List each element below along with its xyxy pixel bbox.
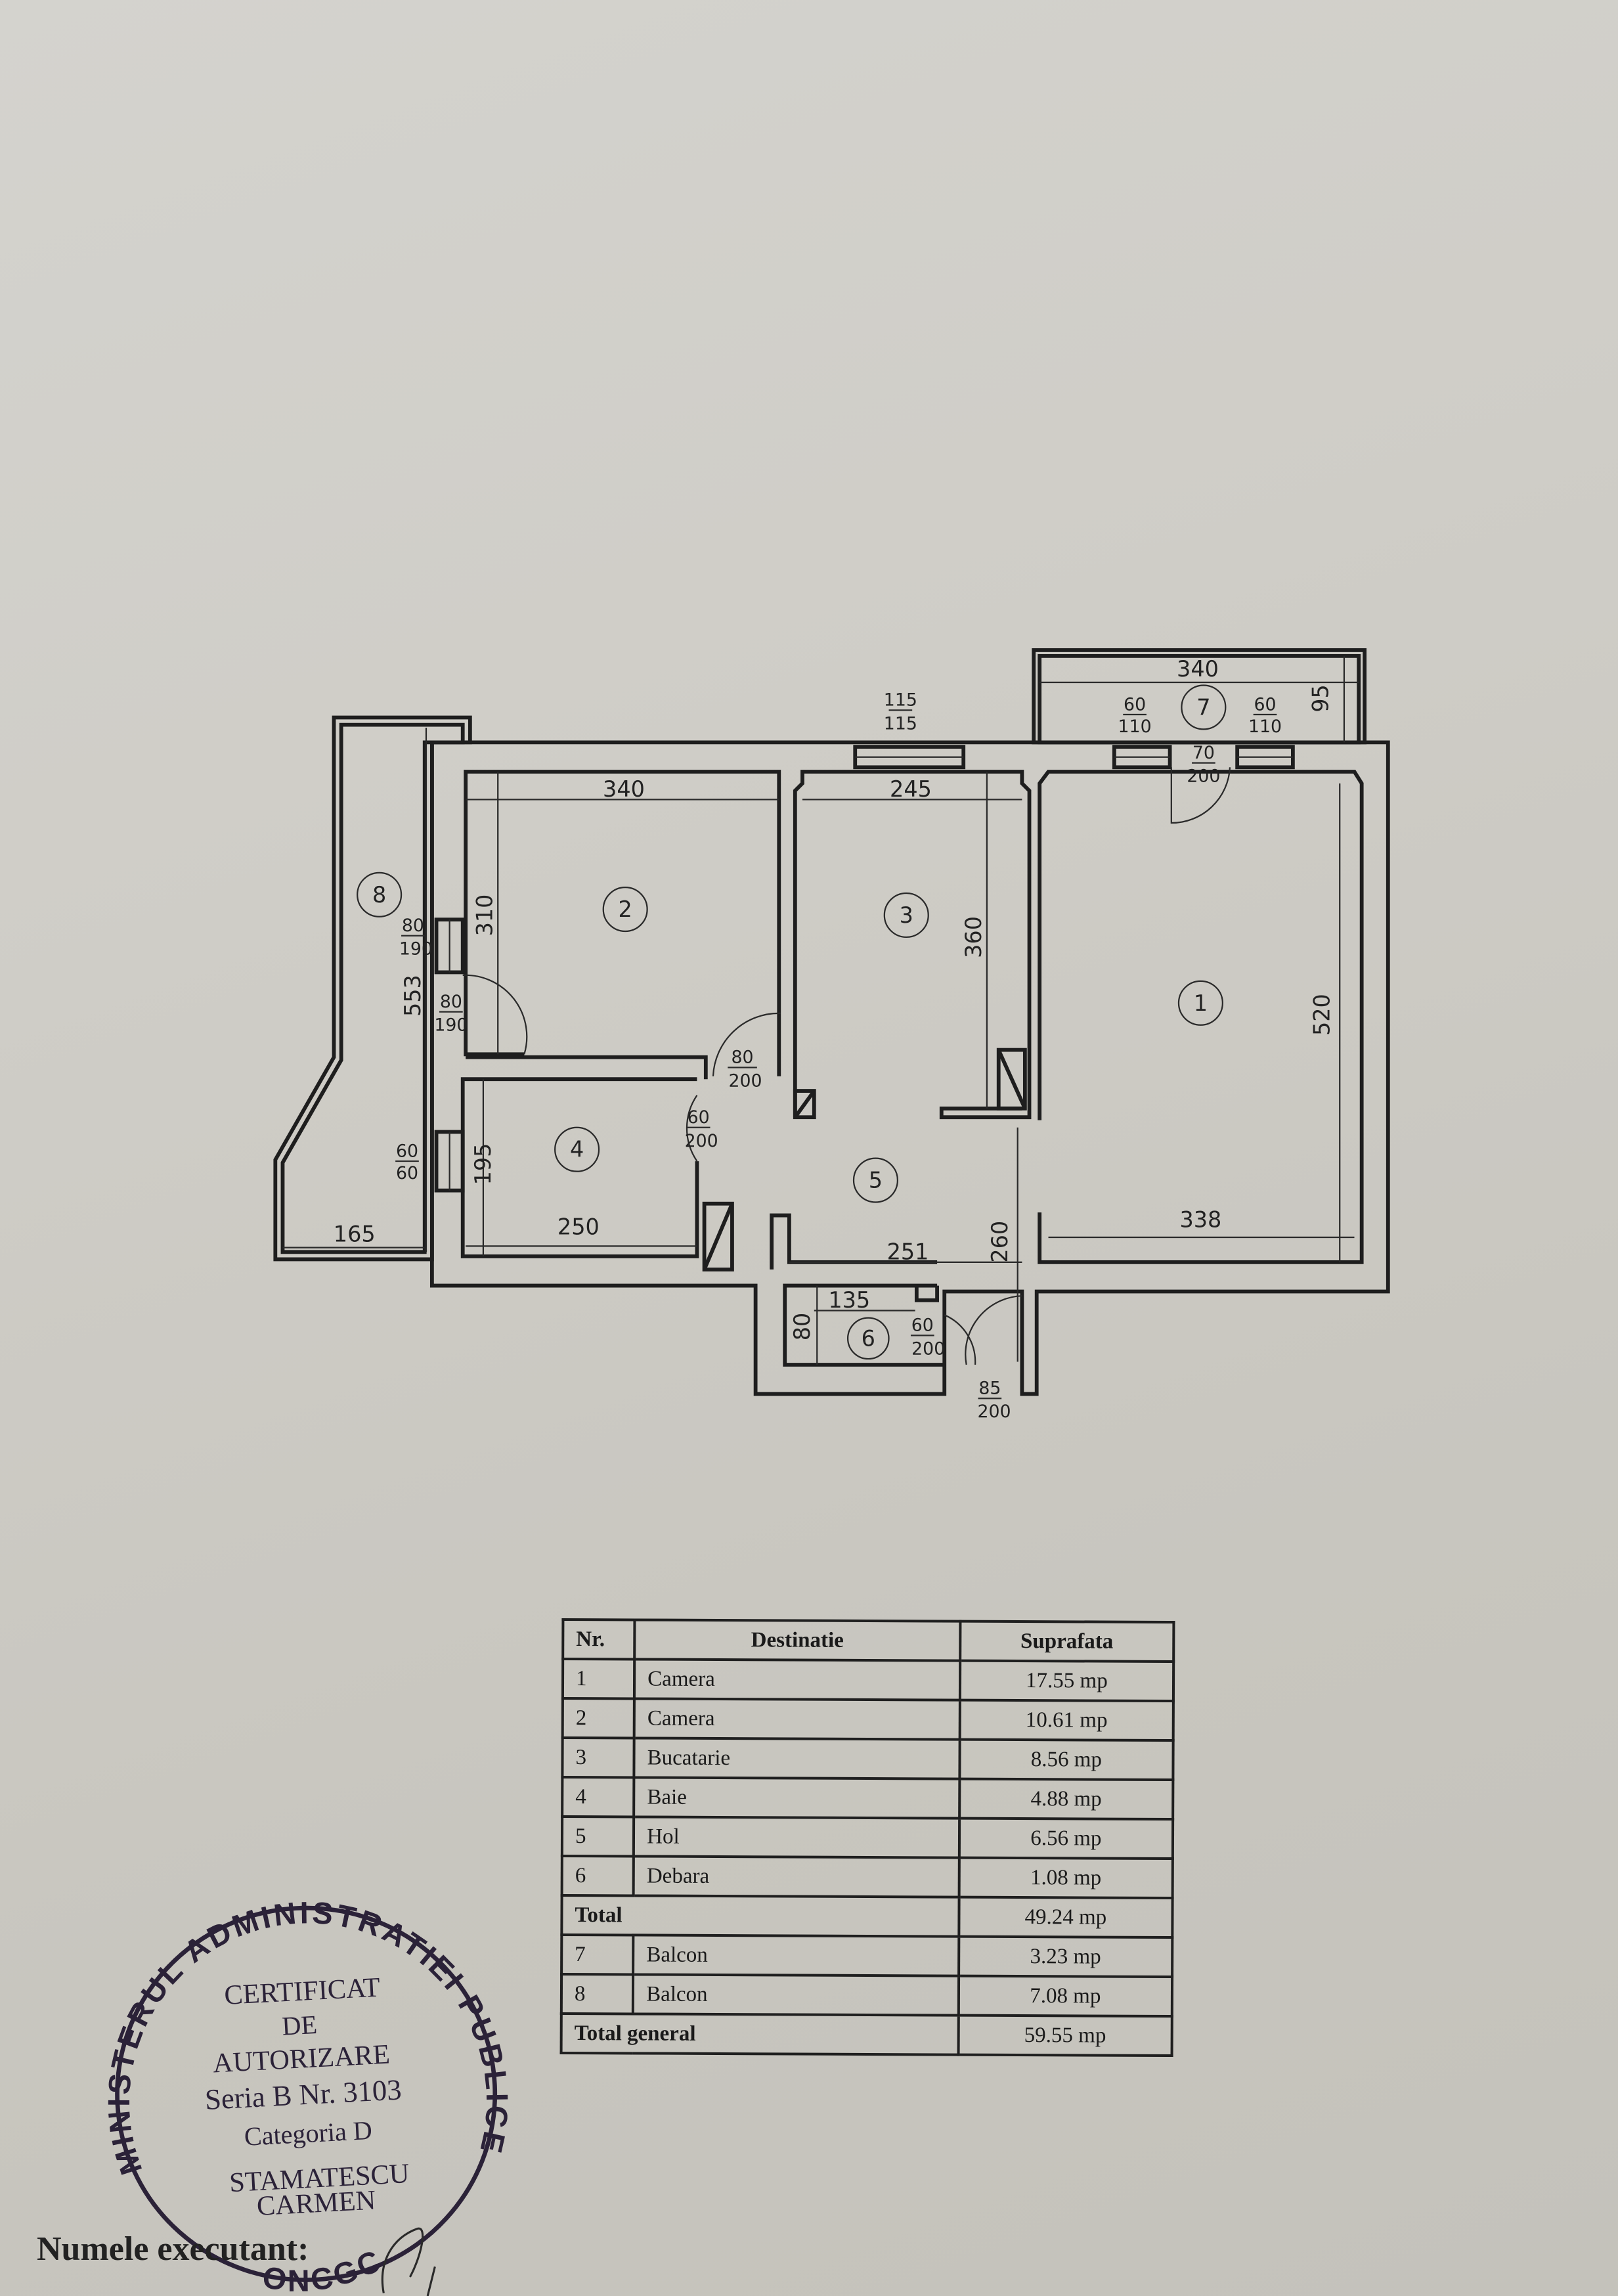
svg-text:8: 8: [372, 882, 386, 908]
svg-text:CARMEN: CARMEN: [256, 2185, 376, 2222]
svg-text:360: 360: [961, 916, 986, 958]
svg-text:115: 115: [884, 713, 917, 734]
svg-text:95: 95: [1307, 684, 1333, 713]
svg-text:80: 80: [789, 1313, 815, 1341]
room-label-8: 8: [357, 872, 403, 917]
svg-text:80: 80: [440, 992, 462, 1012]
room-label-7: 7: [1181, 684, 1227, 730]
svg-text:200: 200: [685, 1131, 718, 1151]
balcony-8: [273, 715, 472, 1262]
svg-text:6: 6: [862, 1325, 875, 1351]
room-3-walls: [793, 770, 1032, 1120]
svg-text:Seria B Nr. 3103: Seria B Nr. 3103: [204, 2073, 403, 2116]
svg-text:260: 260: [987, 1221, 1013, 1263]
signature: [381, 2227, 436, 2296]
duct-3: [793, 1089, 816, 1120]
svg-text:110: 110: [1118, 717, 1152, 737]
room-label-2: 2: [602, 887, 648, 933]
dimension-lines: [282, 655, 1359, 1365]
svg-text:60: 60: [396, 1141, 418, 1161]
svg-text:7: 7: [1196, 694, 1210, 720]
svg-text:200: 200: [911, 1338, 945, 1359]
room-label-3: 3: [883, 892, 929, 938]
room-label-5: 5: [852, 1157, 899, 1203]
svg-text:5: 5: [869, 1168, 883, 1193]
room-2-walls: [464, 770, 781, 1076]
svg-text:110: 110: [1248, 717, 1282, 737]
room-1-walls: [1038, 770, 1364, 1264]
svg-text:251: 251: [887, 1239, 929, 1264]
svg-text:4: 4: [570, 1137, 584, 1162]
svg-text:310: 310: [471, 894, 497, 937]
svg-text:CERTIFICAT: CERTIFICAT: [223, 1972, 381, 2011]
svg-text:115: 115: [884, 690, 917, 711]
svg-text:200: 200: [728, 1071, 762, 1091]
svg-text:338: 338: [1180, 1206, 1222, 1232]
svg-text:553: 553: [400, 975, 426, 1017]
svg-text:165: 165: [334, 1222, 376, 1247]
svg-text:1: 1: [1194, 990, 1208, 1016]
svg-text:Categoria D: Categoria D: [244, 2115, 373, 2152]
svg-text:AUTORIZARE: AUTORIZARE: [212, 2039, 391, 2079]
svg-text:80: 80: [402, 916, 424, 936]
svg-text:250: 250: [558, 1214, 600, 1240]
svg-text:DE: DE: [281, 2010, 318, 2041]
executant-label: Numele executant:: [37, 2230, 309, 2268]
svg-text:80: 80: [732, 1048, 754, 1068]
doors: [462, 767, 1231, 1365]
svg-text:190: 190: [399, 939, 433, 960]
svg-text:340: 340: [603, 776, 645, 802]
table-header: Nr. Destinatie Suprafata: [563, 1619, 1174, 1662]
duct-1: [996, 1048, 1027, 1111]
svg-text:60: 60: [1124, 694, 1146, 715]
outer-wall: [429, 740, 1390, 1396]
svg-text:2: 2: [619, 896, 632, 922]
svg-text:200: 200: [1187, 766, 1220, 787]
room-labels: 1 2 3 4 5 6 7 8: [357, 684, 1227, 1360]
room-4-walls: [460, 1077, 699, 1258]
svg-text:340: 340: [1177, 656, 1219, 682]
svg-text:60: 60: [1254, 694, 1276, 715]
windows: [434, 745, 1295, 1193]
svg-text:195: 195: [470, 1143, 496, 1185]
room-6-walls: [783, 1283, 945, 1367]
svg-text:60: 60: [911, 1315, 934, 1336]
svg-text:60: 60: [688, 1107, 710, 1128]
svg-text:3: 3: [900, 902, 913, 928]
svg-text:520: 520: [1309, 994, 1335, 1036]
svg-text:85: 85: [978, 1379, 1001, 1399]
room-label-4: 4: [554, 1126, 600, 1172]
svg-text:135: 135: [828, 1287, 870, 1313]
svg-text:245: 245: [890, 776, 932, 802]
svg-text:200: 200: [978, 1402, 1011, 1422]
duct-4: [702, 1201, 734, 1271]
room-label-1: 1: [1177, 980, 1223, 1026]
svg-text:70: 70: [1192, 743, 1215, 763]
svg-text:60: 60: [396, 1163, 418, 1183]
room-label-6: 6: [846, 1317, 890, 1360]
svg-text:190: 190: [434, 1015, 468, 1036]
